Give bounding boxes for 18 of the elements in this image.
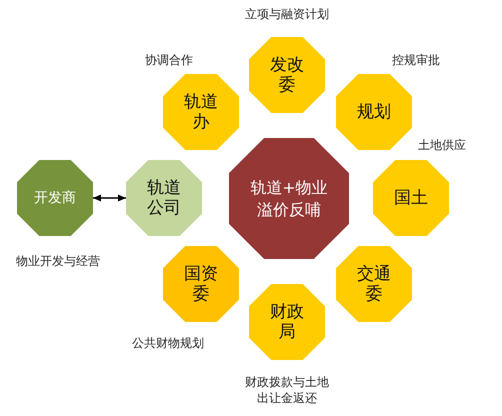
octagon-node: 财政局 <box>249 284 325 360</box>
octagon-node: 国资委 <box>163 246 239 322</box>
octagon-node: 轨道公司 <box>126 160 202 236</box>
annotation-text: 控规审批 <box>392 52 440 68</box>
double-arrow <box>93 194 126 202</box>
annotation-text: 公共财物规划 <box>132 335 204 351</box>
central-octagon: 轨道+物业溢价反哺 <box>229 138 349 259</box>
octagon-node: 交通委 <box>336 246 412 322</box>
annotation-text: 财政拨款与土地出让金返还 <box>244 374 330 406</box>
annotation-text: 立项与融资计划 <box>245 6 329 22</box>
annotation-text: 物业开发与经营 <box>16 253 100 269</box>
annotation-text: 土地供应 <box>418 137 466 153</box>
octagon-node: 轨道办 <box>163 74 239 150</box>
octagon-node: 国土 <box>373 160 449 236</box>
octagon-node: 发改委 <box>249 37 325 113</box>
annotation-text: 协调合作 <box>145 52 193 68</box>
octagon-node: 开发商 <box>17 160 93 236</box>
octagon-node: 规划 <box>336 74 412 150</box>
